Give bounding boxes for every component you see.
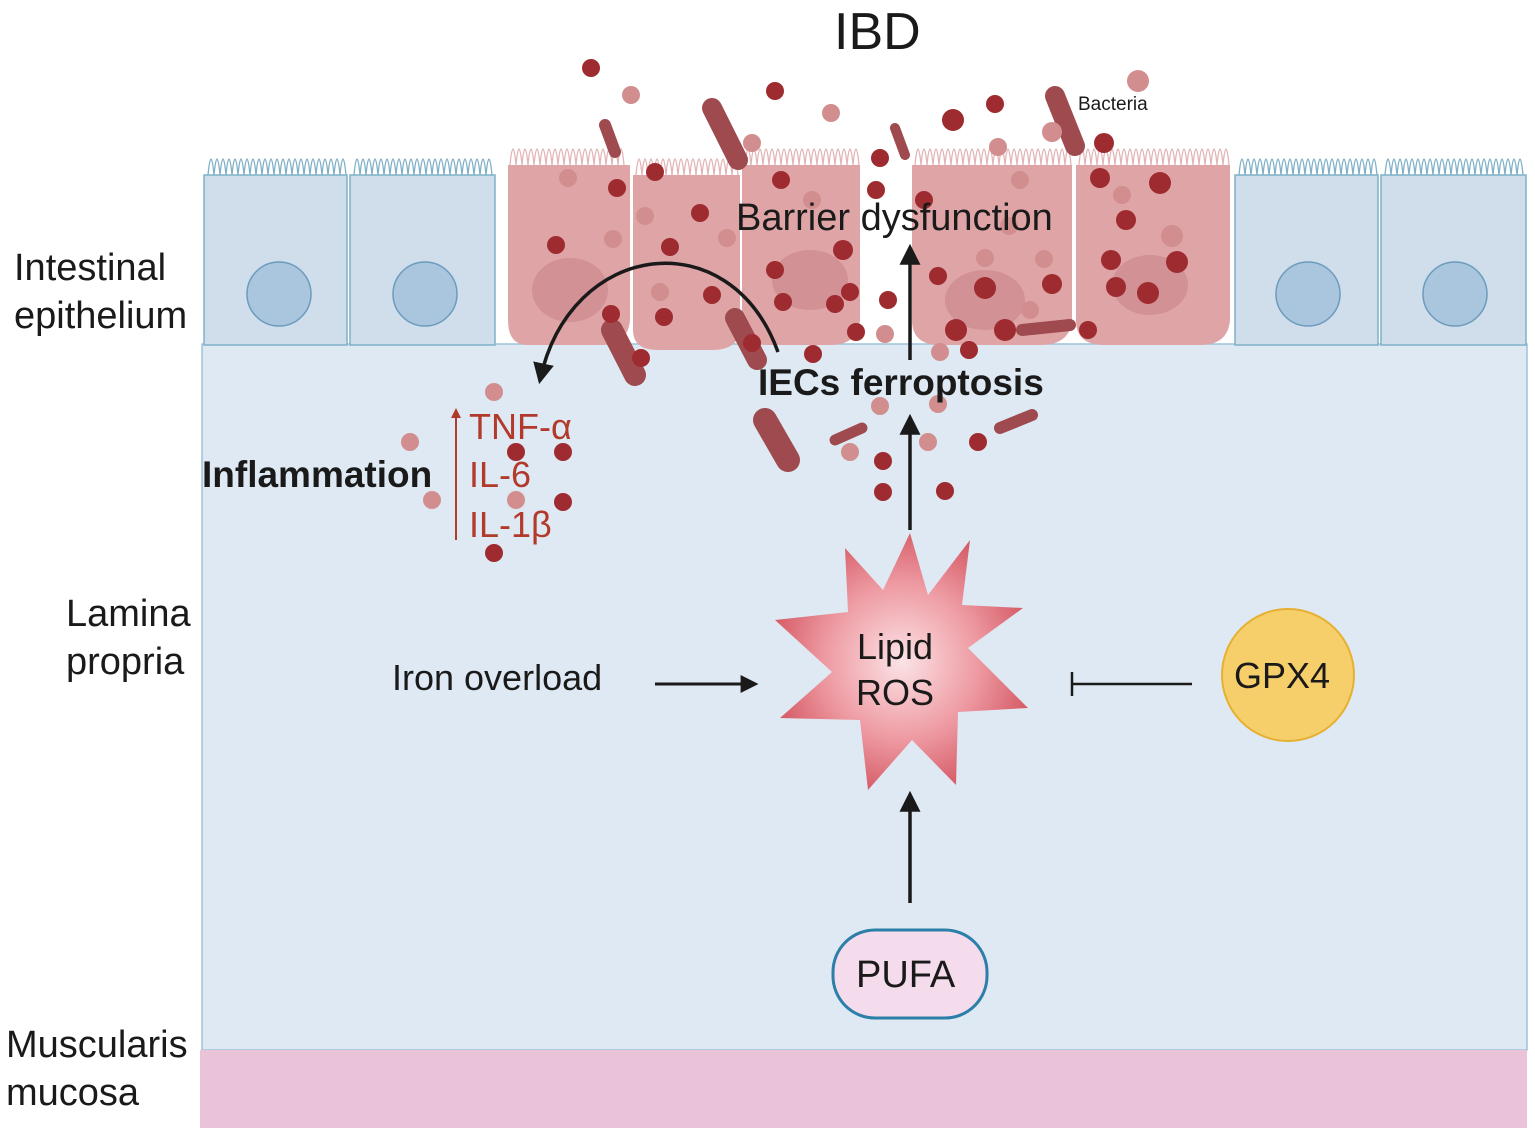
lipid-ros-line2: ROS	[856, 672, 935, 713]
iron-overload-label: Iron overload	[392, 657, 603, 698]
diagram-title: IBD	[834, 3, 921, 61]
cytokine-il-1beta: IL-1β	[469, 504, 552, 545]
cytokine-il-6: IL-6	[469, 454, 532, 495]
inflammation-label: Inflammation	[202, 454, 433, 495]
intestinal-epithelium-label: Intestinal epithelium	[14, 247, 188, 337]
inflammation-curved-arrow	[533, 261, 780, 385]
muscularis-mucosa-layer	[200, 1050, 1527, 1128]
healthy-cells-left	[203, 158, 496, 346]
lipid-ros-star	[775, 533, 1028, 790]
pufa-label: PUFA	[856, 954, 956, 996]
pufa-pill	[831, 928, 989, 1020]
gpx4-label: GPX4	[1234, 655, 1331, 696]
barrier-dysfunction-label: Barrier dysfunction	[736, 197, 1053, 239]
cocci-bacteria	[401, 59, 1188, 562]
gpx4-circle	[1221, 608, 1355, 742]
lamina-propria-label: Lamina propria	[66, 593, 191, 683]
healthy-cells-right	[1234, 158, 1527, 346]
muscularis-mucosa-label: Muscularis mucosa	[6, 1024, 188, 1114]
bacteria-label: Bacteria	[1078, 94, 1148, 115]
lipid-ros-line1: Lipid	[857, 626, 934, 667]
iecs-ferroptosis-label: IECs ferroptosis	[758, 362, 1044, 403]
rod-bacteria	[599, 86, 1085, 472]
gpx4-inhibition-line	[1070, 672, 1192, 696]
cytokine-tnf-alpha: TNF-α	[469, 406, 572, 447]
